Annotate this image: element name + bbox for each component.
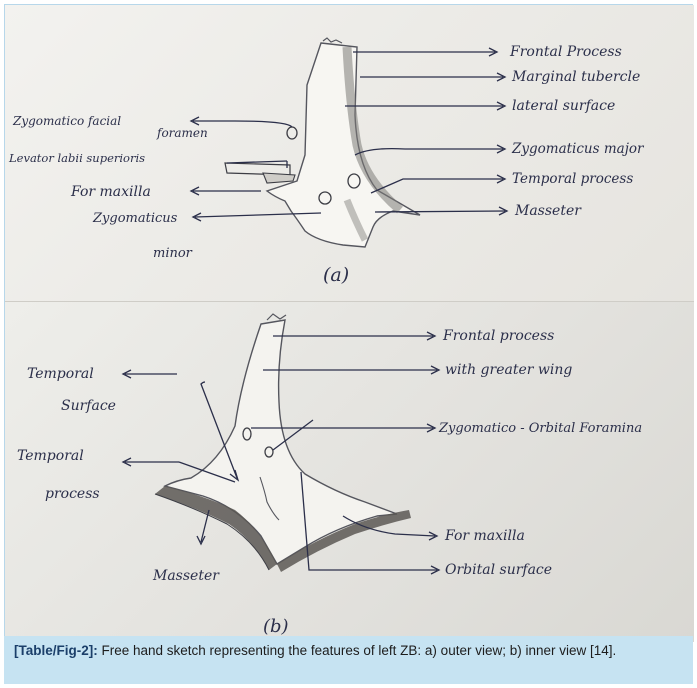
- label-temporal-process-b-line1: Temporal: [17, 448, 84, 464]
- panel-b-inner-view: Frontal process with greater wing Zygoma…: [5, 301, 694, 642]
- figure-caption: [Table/Fig-2]: Free hand sketch represen…: [4, 636, 693, 684]
- figure-frame: Frontal Process Marginal tubercle latera…: [4, 4, 693, 684]
- panel-a-outer-view: Frontal Process Marginal tubercle latera…: [5, 5, 694, 301]
- caption-text: Free hand sketch representing the featur…: [98, 643, 617, 658]
- label-masseter-a: Masseter: [514, 203, 582, 219]
- label-for-maxilla-a: For maxilla: [70, 184, 151, 200]
- label-frontal-process-a: Frontal Process: [509, 44, 622, 60]
- label-temporal-surface-line2: Surface: [61, 398, 116, 414]
- label-levator-labii-superioris: Levator labii superioris: [8, 151, 145, 165]
- label-lateral-surface: lateral surface: [512, 98, 615, 114]
- panel-a-sketch: Frontal Process Marginal tubercle latera…: [5, 5, 694, 301]
- label-zygomaticus-minor-line2: minor: [153, 246, 193, 261]
- label-zygomaticus-major: Zygomaticus major: [511, 141, 645, 157]
- label-marginal-tubercle: Marginal tubercle: [511, 69, 640, 85]
- panel-label-a: (a): [323, 264, 349, 286]
- label-greater-wing: with greater wing: [445, 362, 572, 378]
- label-temporal-process-b-line2: process: [45, 486, 100, 502]
- label-zygomaticus-minor-line1: Zygomaticus: [92, 211, 178, 226]
- label-orbital-surface: Orbital surface: [445, 562, 552, 578]
- label-temporal-surface-line1: Temporal: [27, 366, 94, 382]
- label-frontal-process-b: Frontal process: [442, 328, 554, 344]
- label-for-maxilla-b: For maxilla: [444, 528, 525, 544]
- panel-b-sketch: Frontal process with greater wing Zygoma…: [5, 302, 694, 642]
- label-zygomatico-orbital-foramina: Zygomatico - Orbital Foramina: [438, 421, 642, 436]
- panel-label-b: (b): [263, 616, 289, 637]
- label-masseter-b: Masseter: [152, 568, 220, 584]
- caption-tag: [Table/Fig-2]:: [14, 643, 98, 658]
- label-zygomatico-facial-foramen-line1: Zygomatico facial: [12, 114, 121, 128]
- label-zygomatico-facial-foramen-line2: foramen: [156, 126, 208, 140]
- zygomatic-bone-outline-a: [267, 43, 420, 247]
- label-temporal-process-a: Temporal process: [512, 171, 633, 187]
